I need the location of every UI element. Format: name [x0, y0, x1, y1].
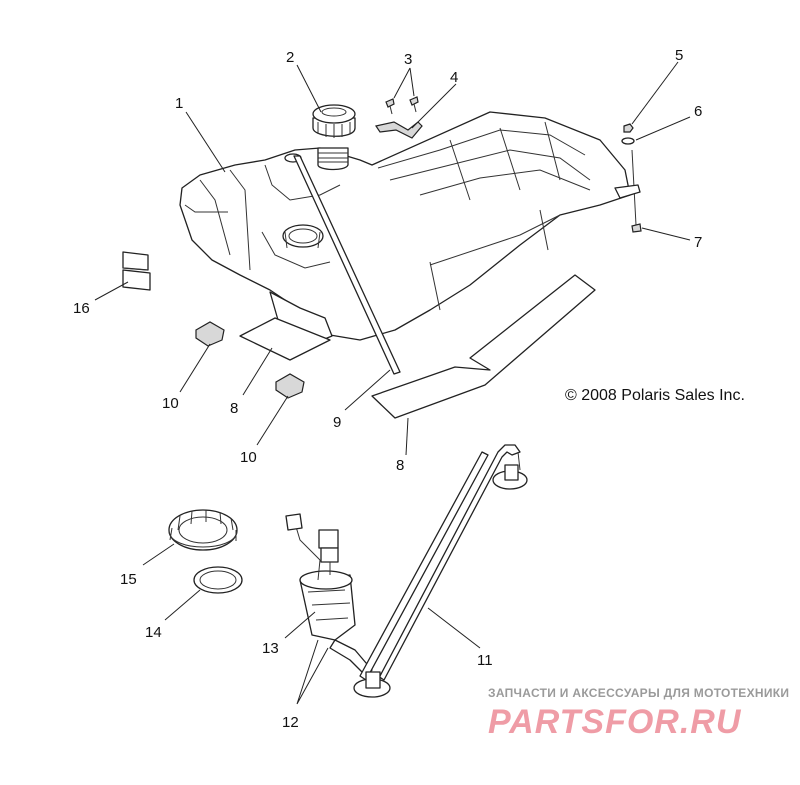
callout-14: 14: [145, 624, 162, 641]
copyright-notice: © 2008 Polaris Sales Inc.: [565, 387, 745, 404]
callout-1: 1: [175, 95, 183, 112]
pad-small: [239, 317, 331, 361]
callout-11: 11: [477, 652, 493, 669]
washer: [621, 137, 635, 145]
callout-10-lower: 10: [240, 449, 257, 466]
screws-pair: [385, 96, 419, 115]
retaining-bracket: [375, 121, 423, 139]
callout-6: 6: [694, 103, 702, 120]
callout-16: 16: [73, 300, 90, 317]
watermark-logo: PARTSFOR.RU: [488, 703, 742, 741]
leader-lines: [94, 61, 691, 705]
watermark-tagline: ЗАПЧАСТИ И АКСЕССУАРЫ ДЛЯ МОТОТЕХНИКИ: [488, 686, 789, 700]
mount-bolt: [614, 149, 642, 233]
callout-9: 9: [333, 414, 341, 431]
bumper-pad-upper: [195, 321, 225, 347]
callout-10-upper: 10: [162, 395, 179, 412]
callout-labels: 1 2 3 4 5 6 7 8 8 9 10 10 11 12 13 14 15…: [73, 47, 702, 731]
callout-15: 15: [120, 571, 137, 588]
lock-ring: [168, 509, 238, 551]
fuel-pump-module: [285, 513, 373, 677]
pad-large: [371, 274, 596, 419]
callout-3: 3: [404, 51, 412, 68]
bumper-pad-lower: [275, 373, 305, 399]
callout-13: 13: [262, 640, 279, 657]
vent-hose: [293, 155, 401, 375]
callout-12: 12: [282, 714, 299, 731]
foam-block: [122, 251, 151, 291]
fuel-cap: [312, 104, 356, 138]
fuel-line-assembly: [353, 444, 528, 698]
nut: [623, 123, 634, 133]
watermark: ЗАПЧАСТИ И АКСЕССУАРЫ ДЛЯ МОТОТЕХНИКИ PA…: [488, 686, 789, 741]
fuel-tank: [179, 111, 631, 344]
callout-8-upper: 8: [230, 400, 238, 417]
callout-7: 7: [694, 234, 702, 251]
pump-seal: [193, 566, 243, 594]
callout-8-lower: 8: [396, 457, 404, 474]
callout-4: 4: [450, 69, 458, 86]
callout-5: 5: [675, 47, 683, 64]
callout-2: 2: [286, 49, 294, 66]
